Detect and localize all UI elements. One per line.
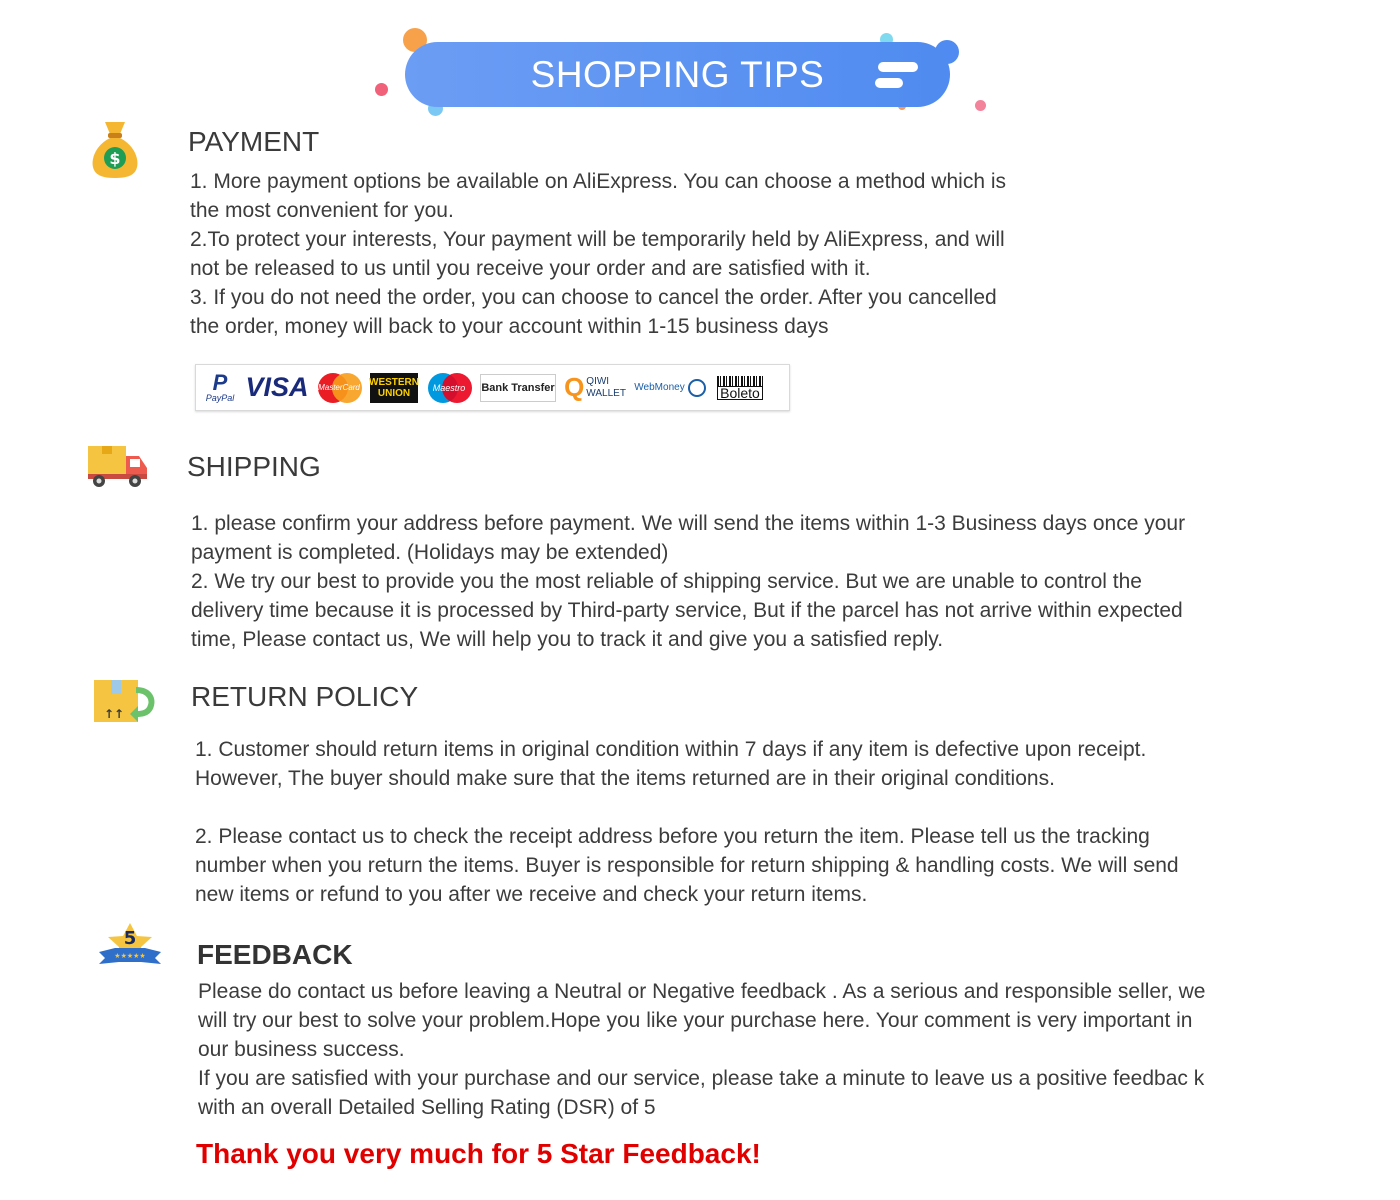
maestro-logo: Maestro	[426, 371, 472, 405]
return-policy-text-2: 2. Please contact us to check the receip…	[195, 825, 1179, 906]
return-policy-title: RETURN POLICY	[191, 681, 419, 712]
five-star-badge-icon: 5 ★★★★★	[95, 922, 165, 968]
shipping-text: 1. please confirm your address before pa…	[191, 512, 1186, 651]
delivery-truck-icon	[87, 444, 149, 488]
payment-methods-strip: P PayPal VISA MasterCard WESTERN UNION M…	[195, 364, 790, 411]
svg-text:★★★★★: ★★★★★	[114, 952, 145, 960]
svg-text:$: $	[109, 149, 120, 168]
money-bag-icon: $	[88, 118, 142, 180]
return-box-icon: ↑↑	[92, 678, 156, 724]
qiwi-wallet-logo: Q QIWI WALLET	[564, 372, 626, 402]
western-union-logo: WESTERN UNION	[369, 372, 419, 403]
banner-cut-1	[878, 62, 918, 72]
return-policy-text-1: 1. Customer should return items in origi…	[195, 738, 1147, 790]
thanks-message: Thank you very much for 5 Star Feedback!	[196, 1138, 761, 1169]
bank-transfer-logo: Bank Transfer	[480, 373, 556, 402]
banner-title: SHOPPING TIPS	[405, 42, 950, 107]
feedback-title: FEEDBACK	[197, 939, 353, 970]
svg-text:↑↑: ↑↑	[104, 707, 124, 721]
paypal-logo: P PayPal	[205, 369, 235, 403]
boleto-logo: Boleto	[714, 375, 766, 400]
feedback-text: Please do contact us before leaving a Ne…	[198, 980, 1206, 1119]
banner-cut-2	[875, 78, 903, 88]
visa-logo: VISA	[245, 372, 309, 402]
payment-title: PAYMENT	[188, 126, 320, 157]
webmoney-logo: WebMoney	[634, 378, 706, 397]
svg-text:5: 5	[124, 928, 137, 949]
shipping-title: SHIPPING	[187, 451, 321, 482]
mastercard-logo: MasterCard	[316, 371, 362, 405]
payment-text: 1. More payment options be available on …	[190, 170, 1006, 338]
